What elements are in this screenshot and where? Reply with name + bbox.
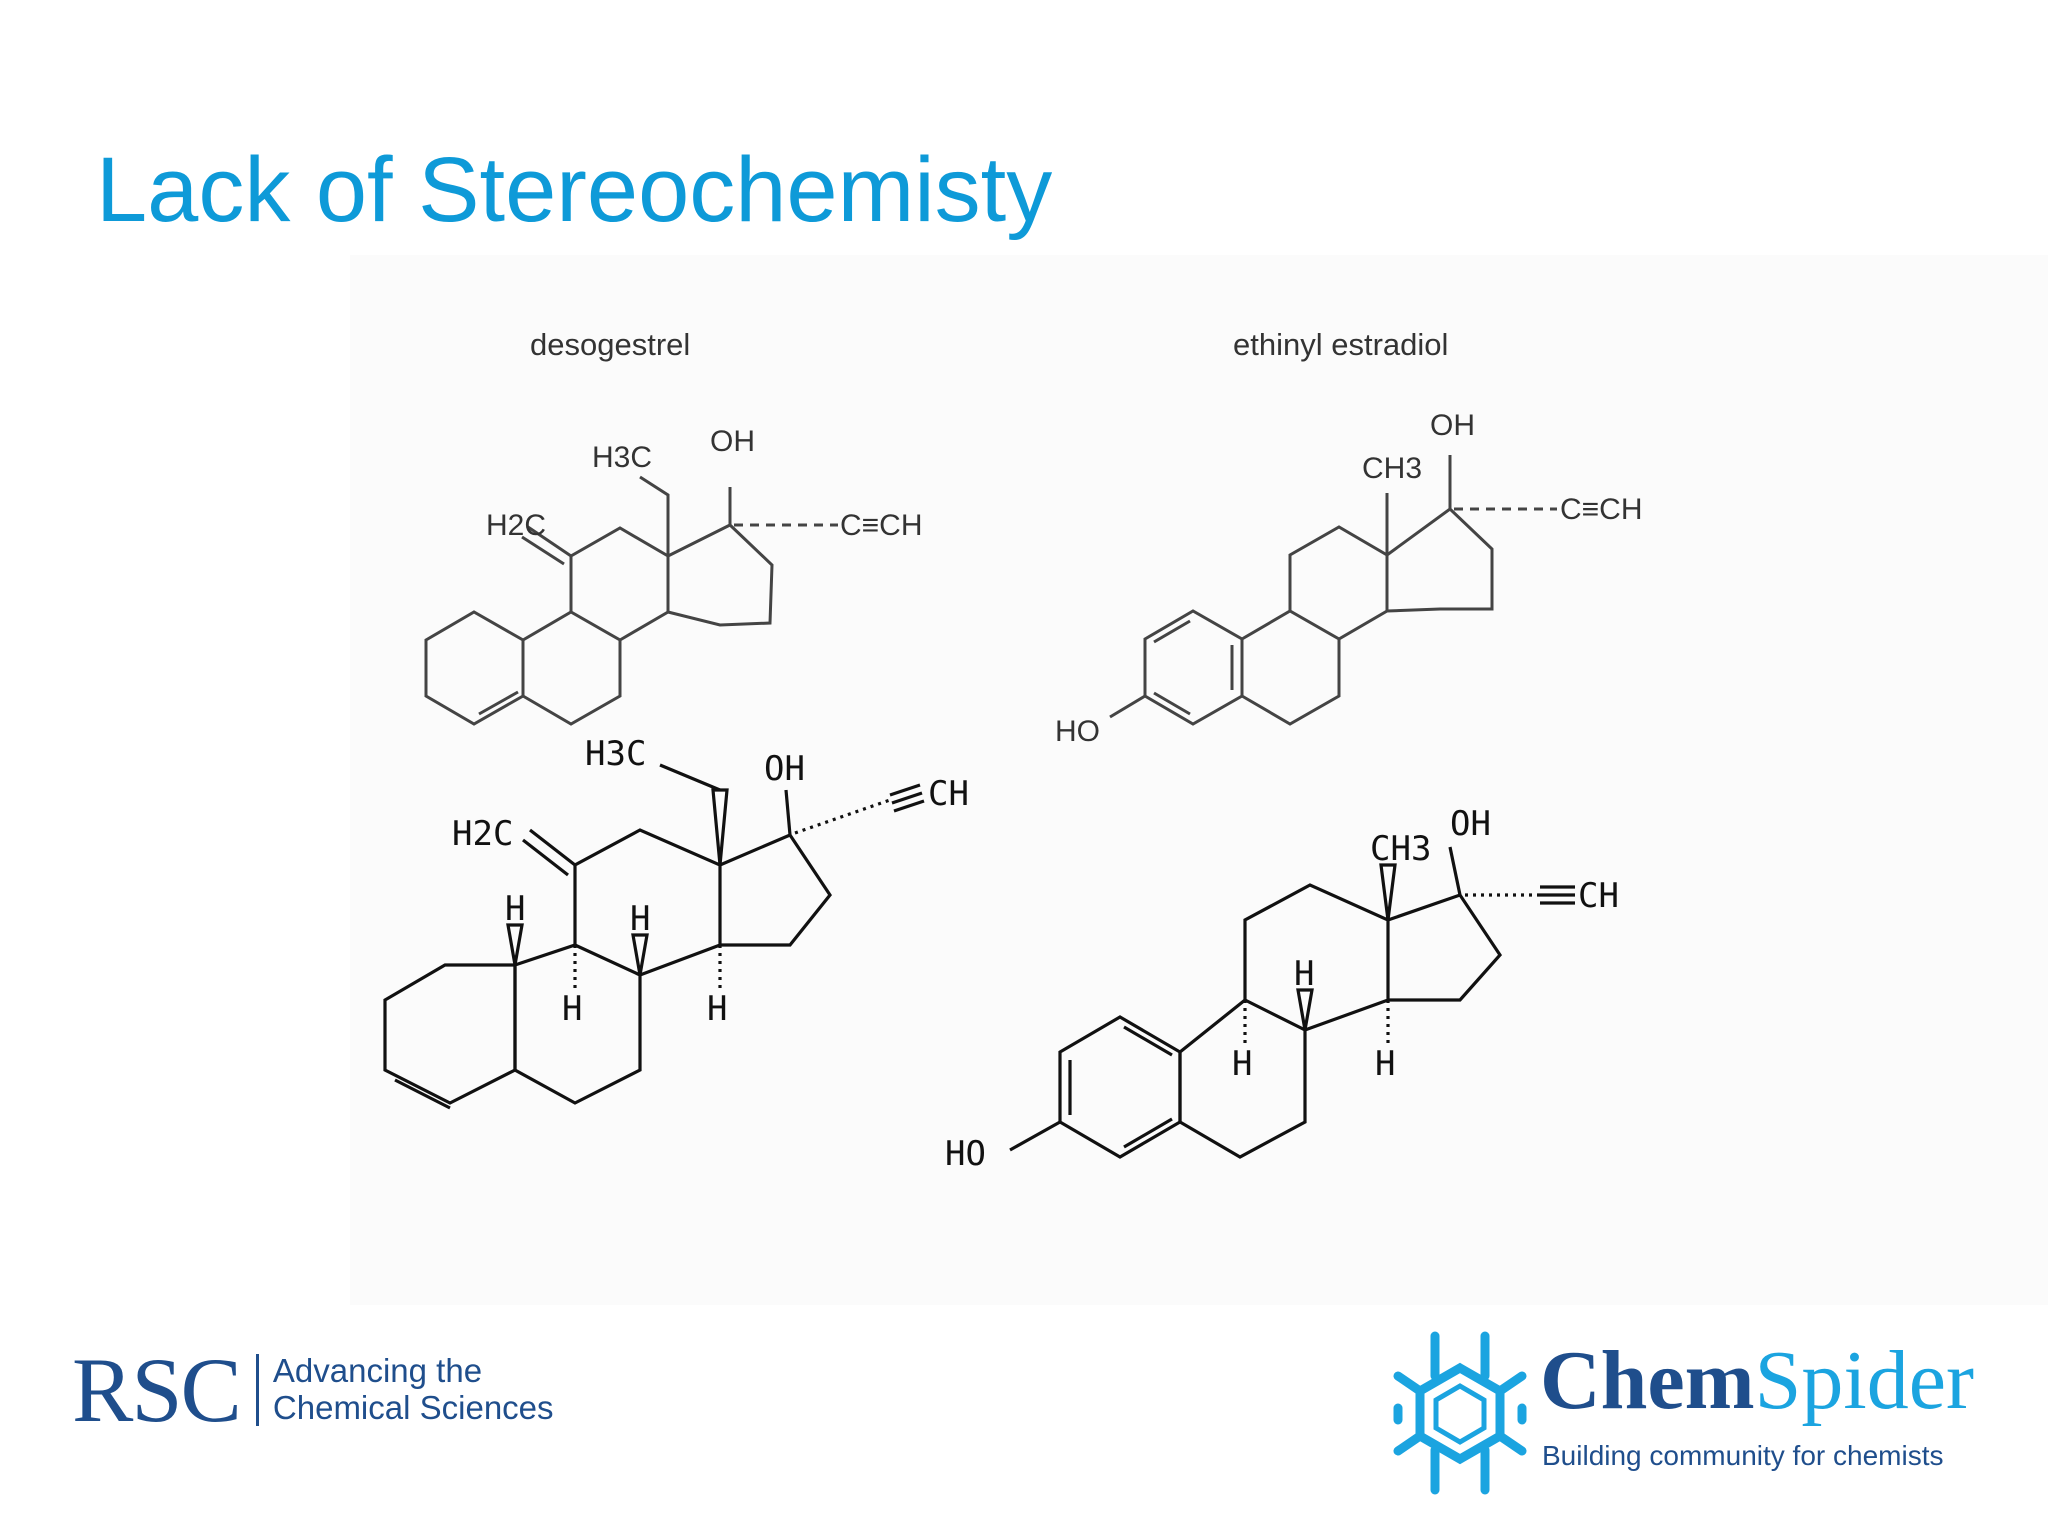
spider-icon: [1393, 1331, 1527, 1495]
label-h-c14: H: [707, 989, 727, 1029]
label-ethyl: H3C: [585, 734, 646, 774]
label-methyl: CH3: [1362, 452, 1422, 485]
label-phenol: HO: [945, 1134, 986, 1174]
label-hydroxyl: OH: [1450, 804, 1491, 844]
triple-bond-1: [889, 783, 921, 797]
desogestrel-flat-structure: desogestrel H2C H3C OH C≡CH: [424, 327, 923, 726]
ring-a: [383, 963, 517, 1105]
rsc-mark: RSC: [72, 1339, 242, 1441]
caption-desogestrel: desogestrel: [530, 327, 690, 362]
methylene-bond-2: [521, 535, 565, 566]
ethyl-bond: [639, 475, 670, 556]
rsc-logo: RSC Advancing the Chemical Sciences: [72, 1339, 554, 1441]
ring-c: [573, 828, 722, 977]
aromatic-bond-3: [1153, 691, 1191, 716]
label-methylene: H2C: [486, 509, 546, 542]
h-wedge-c8: [1296, 988, 1314, 1031]
rsc-tagline: Advancing the Chemical Sciences: [272, 1352, 554, 1427]
methylene-bond: [527, 525, 572, 558]
ethinyl-estradiol-stereo-structure: CH3 OH CH HO H H H: [945, 804, 1619, 1174]
aromatic-bond-1: [1153, 619, 1191, 644]
label-ethyl: H3C: [592, 441, 652, 474]
structure-figure: desogestrel H2C H3C OH C≡CH ethinyl estr…: [350, 255, 2048, 1305]
slide-title: Lack of Stereochemisty: [96, 139, 1053, 241]
oh-bond: [784, 789, 792, 836]
ring-d: [1386, 507, 1494, 613]
h-wedge-c10: [506, 923, 524, 966]
methyl-wedge: [1379, 863, 1397, 921]
label-methylene: H2C: [452, 814, 513, 854]
chemspider-wordmark-spider: Spider: [1754, 1334, 1974, 1427]
label-hydroxyl: OH: [764, 749, 805, 789]
label-alkyne: C≡CH: [1560, 493, 1643, 526]
ring-b: [1241, 609, 1341, 726]
ring-a: [424, 610, 525, 726]
ethinyl-estradiol-flat-structure: ethinyl estradiol CH3 OH C≡CH HO: [1055, 327, 1643, 748]
label-h-c9: H: [562, 989, 582, 1029]
chemspider-tagline: Building community for chemists: [1542, 1440, 1944, 1471]
methylene-bond: [529, 828, 576, 867]
chemspider-wordmark: ChemSpider: [1540, 1332, 1974, 1429]
aromatic-bond-3: [1123, 1117, 1173, 1149]
aromatic-bond-2: [1123, 1025, 1173, 1057]
ethyl-bond: [659, 763, 721, 792]
chemspider-logo: ChemSpider Building community for chemis…: [1390, 1328, 2010, 1498]
desogestrel-stereo-structure: H3C H2C OH CH H H H H: [383, 734, 969, 1110]
label-alkyne: CH: [928, 774, 969, 814]
label-hydroxyl: OH: [710, 425, 755, 458]
rsc-tagline-line1: Advancing the: [272, 1352, 483, 1390]
ring-c: [1288, 525, 1389, 641]
phenol-bond: [1109, 694, 1146, 719]
label-h-c14: H: [1375, 1044, 1395, 1084]
ring-d: [667, 523, 774, 627]
ring-b: [522, 610, 622, 726]
rsc-divider: [255, 1354, 259, 1426]
label-h-c10: H: [505, 889, 525, 929]
chemspider-wordmark-chem: Chem: [1540, 1334, 1755, 1427]
phenol-bond: [1009, 1120, 1061, 1152]
methylene-bond-2: [522, 838, 569, 877]
ethynyl-hash-bond: [794, 798, 891, 835]
label-alkyne: CH: [1578, 876, 1619, 916]
structure-figure-svg: desogestrel H2C H3C OH C≡CH ethinyl estr…: [383, 327, 1643, 1174]
double-bond-a: [478, 690, 519, 716]
label-h-c8: H: [1294, 954, 1314, 994]
rsc-tagline-line2: Chemical Sciences: [272, 1389, 554, 1426]
h-wedge-c8: [631, 933, 649, 976]
ethyl-wedge: [711, 788, 729, 866]
label-phenol: HO: [1055, 715, 1100, 748]
label-methyl: CH3: [1370, 829, 1431, 869]
label-h-c8: H: [630, 899, 650, 939]
ring-a: [1058, 1015, 1182, 1159]
label-h-c9: H: [1232, 1044, 1252, 1084]
triple-bond-3: [893, 799, 925, 813]
ring-a: [1143, 609, 1244, 726]
caption-ethinyl-estradiol: ethinyl estradiol: [1233, 327, 1448, 362]
triple-bond-2: [891, 791, 923, 805]
ring-c: [569, 526, 670, 642]
ring-c: [1243, 883, 1390, 1032]
oh-bond: [1448, 846, 1462, 896]
ring-d: [719, 833, 832, 947]
label-hydroxyl: OH: [1430, 409, 1475, 442]
double-bond-a: [394, 1078, 451, 1110]
label-alkyne: C≡CH: [840, 509, 923, 542]
ring-d: [1387, 893, 1503, 1002]
